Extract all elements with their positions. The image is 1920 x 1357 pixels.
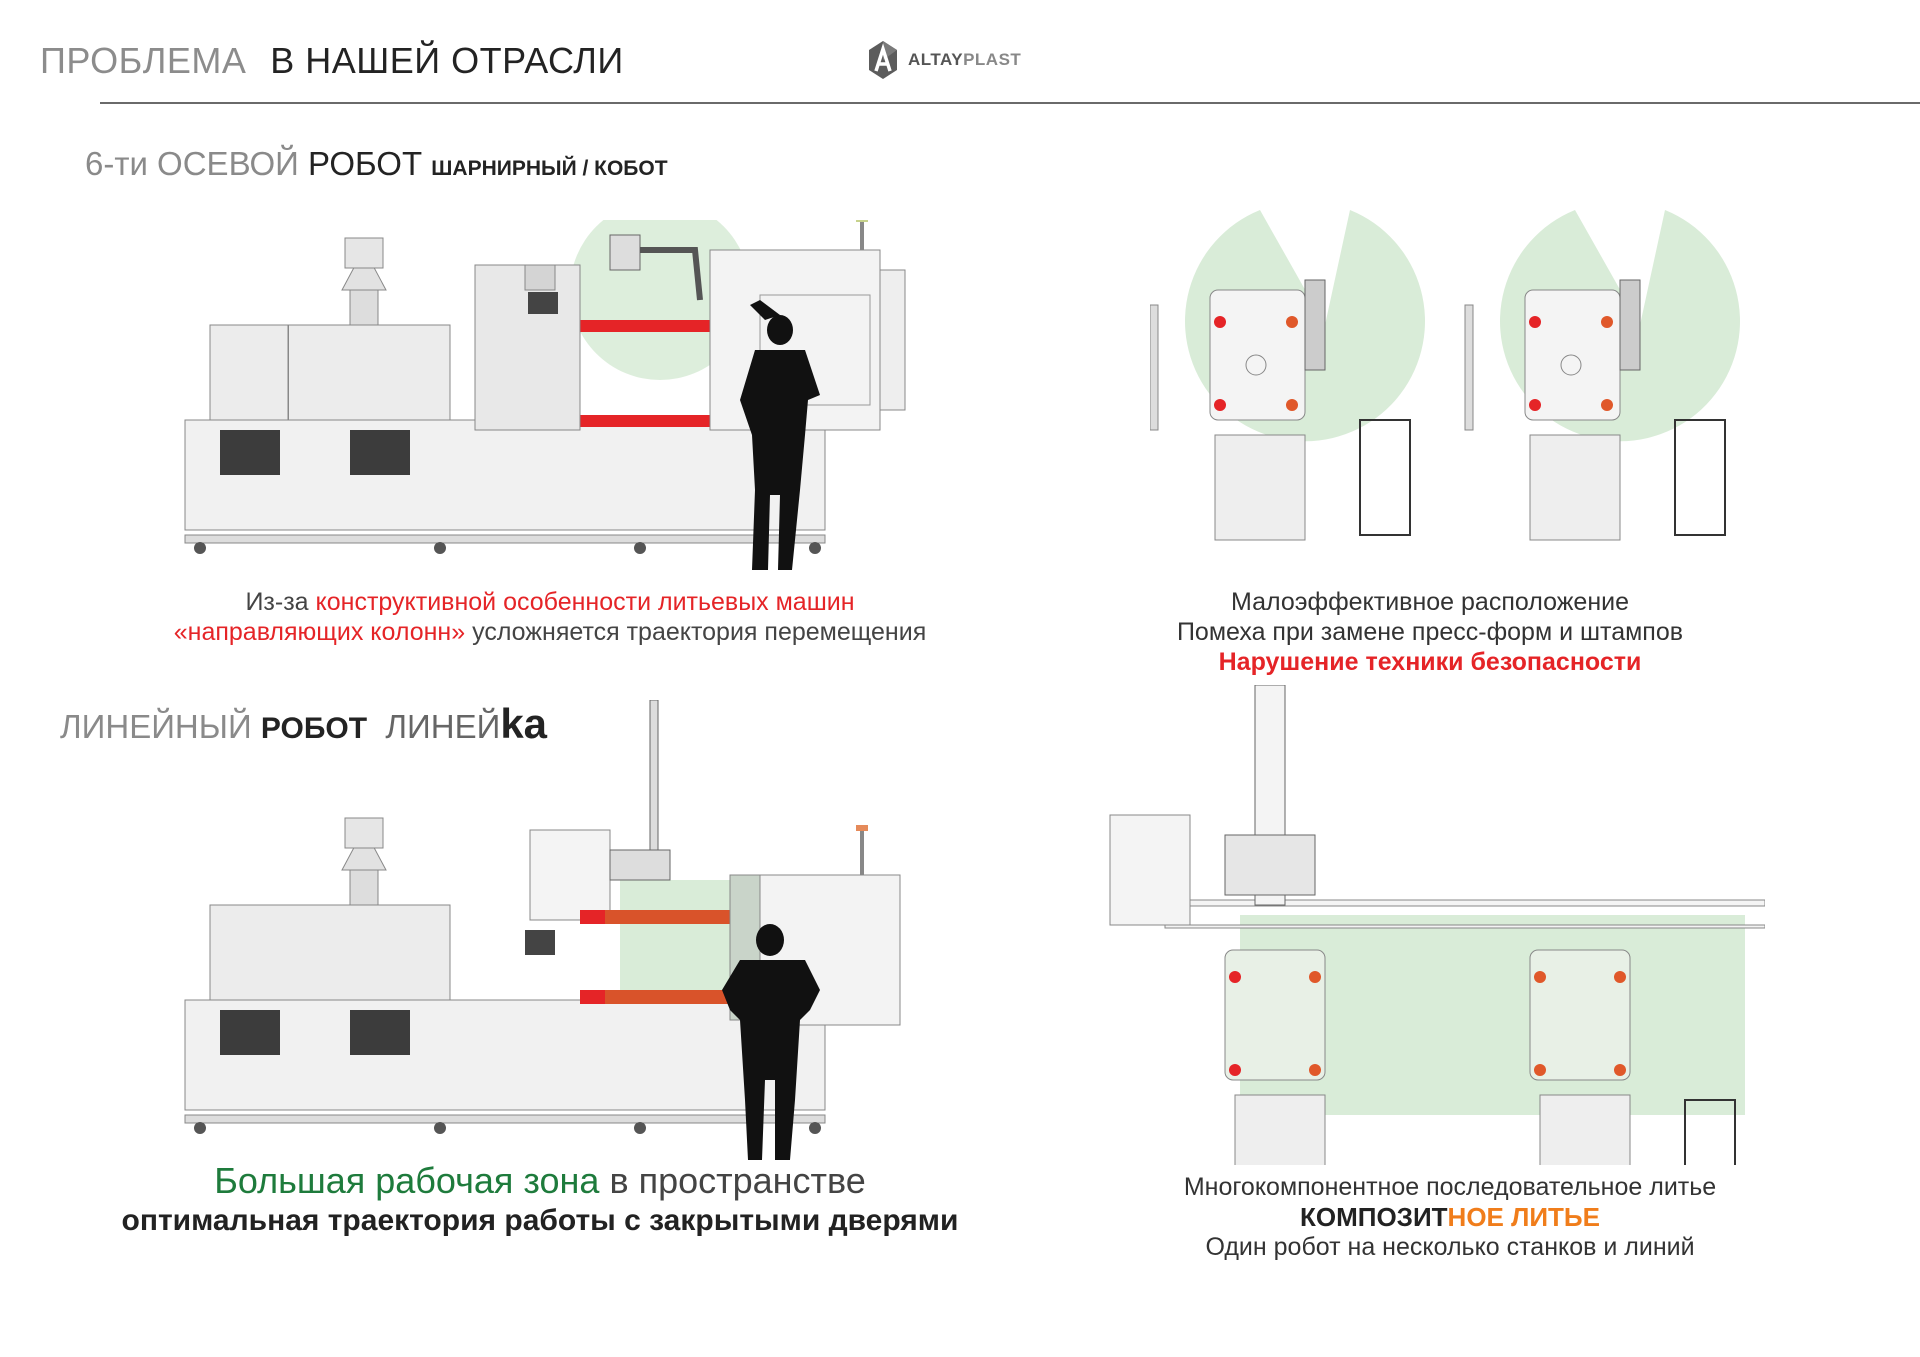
- caption-line: Многокомпонентное последовательное литье: [1183, 1173, 1717, 1201]
- caption-gantry-benefit: Многокомпонентное последовательное литье…: [1110, 1172, 1790, 1262]
- operator-silhouette: [722, 924, 820, 1160]
- robot-controller: [1109, 814, 1191, 926]
- section-title-dark: РОБОТ: [308, 145, 423, 182]
- tie-bar-bottom: [580, 415, 710, 427]
- caption-line: Помеха при замене пресс-форм и штампов: [1176, 618, 1684, 646]
- illustration-machine-linear: [184, 700, 901, 1160]
- illustration-gantry-two-machines: [1109, 685, 1765, 1165]
- hexagon-a-logo-icon: [869, 41, 897, 79]
- tie-bar-top: [580, 910, 730, 924]
- caption-text: Из-за: [245, 588, 309, 616]
- caption-text-red: конструктивной особенности литьевых маши…: [315, 588, 855, 616]
- control-screen: [528, 292, 558, 314]
- caption-text-bold: оптимальная траектория работы с закрытым…: [121, 1204, 959, 1237]
- section-title-linear: ЛИНЕЙНЫЙ РОБОТ ЛИНЕЙka: [60, 700, 547, 748]
- brand-name-bold: ka: [500, 700, 548, 747]
- tie-bar-bottom: [580, 990, 730, 1004]
- caption-text: в пространстве: [609, 1160, 866, 1201]
- header-rule: [100, 102, 1920, 104]
- caption-cobot-problem: Малоэффективное расположение Помеха при …: [1110, 587, 1750, 677]
- caption-text-dark: КОМПОЗИТ: [1300, 1202, 1448, 1232]
- conveyor-cart: [1684, 1099, 1736, 1165]
- machine-front-view-2: [1529, 949, 1631, 1165]
- logo-text: ALTAYPLAST: [908, 50, 1022, 69]
- section-title-6axis: 6-ти ОСЕВОЙ РОБОТ ШАРНИРНЫЙ / КОБОТ: [85, 145, 668, 183]
- page-title-light: ПРОБЛЕМА: [40, 40, 247, 81]
- caption-text: усложняется траектория перемещения: [472, 618, 927, 646]
- caption-text-orange: НОЕ ЛИТЬЕ: [1447, 1202, 1600, 1232]
- panel-window: [350, 430, 410, 475]
- caption-linear-benefit: Большая рабочая зона в пространстве опти…: [40, 1160, 1040, 1240]
- caption-text-red: «направляющих колонн»: [173, 618, 466, 646]
- section-title-light: ЛИНЕЙНЫЙ: [60, 708, 252, 745]
- caption-text-green: Большая рабочая зона: [214, 1160, 600, 1201]
- machine-front-view-2: [1464, 210, 1740, 541]
- brand-logo: ALTAYPLAST: [868, 40, 1021, 80]
- caption-line-red: Нарушение техники безопасности: [1218, 648, 1642, 676]
- operator-silhouette: [740, 300, 820, 570]
- section-title-dark: РОБОТ: [260, 712, 368, 745]
- machine-front-view-1: [1224, 949, 1326, 1165]
- page-title-dark: В НАШЕЙ ОТРАСЛИ: [270, 40, 624, 81]
- panel-window: [220, 430, 280, 475]
- caption-6axis-problem: Из-за конструктивной особенности литьевы…: [140, 587, 960, 647]
- section-title-small: ШАРНИРНЫЙ / КОБОТ: [431, 157, 668, 180]
- machine-front-view-1: [1150, 210, 1425, 541]
- page-title: ПРОБЛЕМА В НАШЕЙ ОТРАСЛИ: [40, 40, 624, 82]
- brand-name-light: ЛИНЕЙ: [385, 708, 501, 745]
- tie-bar-top: [580, 320, 710, 332]
- caption-line: Один робот на несколько станков и линий: [1205, 1233, 1695, 1261]
- illustration-two-machines-cobot: [1150, 210, 1740, 541]
- caption-line: Малоэффективное расположение: [1230, 588, 1630, 616]
- illustration-machine-6axis: [184, 220, 906, 570]
- section-title-light: 6-ти ОСЕВОЙ: [85, 145, 299, 182]
